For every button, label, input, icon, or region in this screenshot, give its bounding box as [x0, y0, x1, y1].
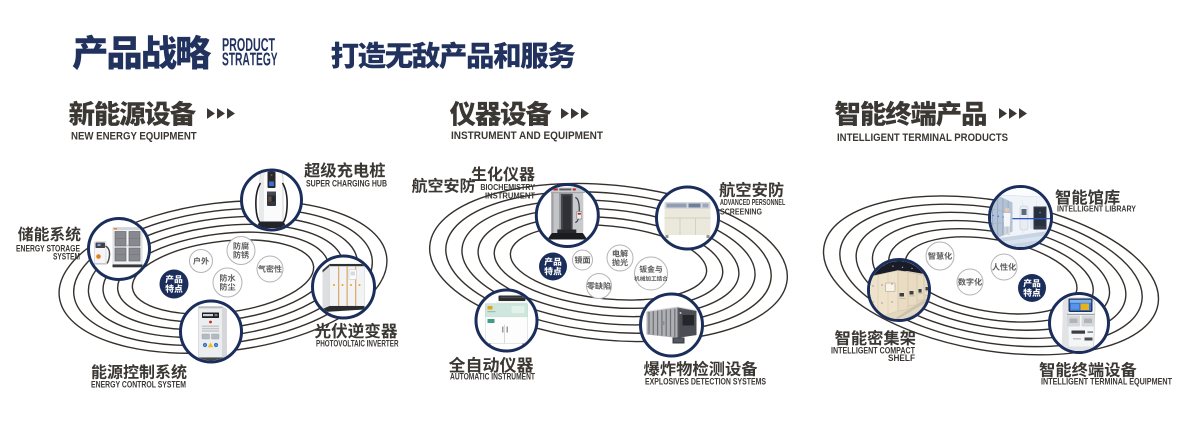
- svg-text:INSTRUMENT: INSTRUMENT: [485, 190, 536, 200]
- svg-text:INTELLIGENT LIBRARY: INTELLIGENT LIBRARY: [1057, 204, 1136, 214]
- svg-text:INTELLIGENT TERMINAL EQUIPMENT: INTELLIGENT TERMINAL EQUIPMENT: [1041, 376, 1172, 386]
- svg-text:INTELLIGENT TERMINAL PRODUCTS: INTELLIGENT TERMINAL PRODUCTS: [837, 132, 1008, 144]
- svg-text:ENERGY STORAGE: ENERGY STORAGE: [16, 244, 80, 254]
- svg-text:PHOTOVOLTAIC INVERTER: PHOTOVOLTAIC INVERTER: [316, 339, 399, 349]
- svg-text:SCREENING: SCREENING: [720, 206, 762, 216]
- svg-text:ENERGY CONTROL SYSTEM: ENERGY CONTROL SYSTEM: [91, 380, 186, 390]
- svg-text:BIOCHEMISTRY: BIOCHEMISTRY: [480, 182, 535, 192]
- svg-text:EXPLOSIVES DETECTION SYSTEMS: EXPLOSIVES DETECTION SYSTEMS: [645, 376, 766, 386]
- svg-text:SHELF: SHELF: [888, 353, 915, 363]
- svg-text:AUTOMATIC INSTRUMENT: AUTOMATIC INSTRUMENT: [450, 371, 535, 381]
- svg-text:NEW ENERGY EQUIPMENT: NEW ENERGY EQUIPMENT: [71, 130, 197, 142]
- svg-text:INSTRUMENT AND EQUIPMENT: INSTRUMENT AND EQUIPMENT: [451, 130, 603, 142]
- svg-text:SYSTEM: SYSTEM: [53, 252, 80, 262]
- svg-text:INTELLIGENT COMPACT: INTELLIGENT COMPACT: [831, 345, 915, 355]
- svg-text:SUPER CHARGING HUB: SUPER CHARGING HUB: [306, 179, 387, 189]
- svg-text:ADVANCED PERSONNEL: ADVANCED PERSONNEL: [720, 197, 785, 207]
